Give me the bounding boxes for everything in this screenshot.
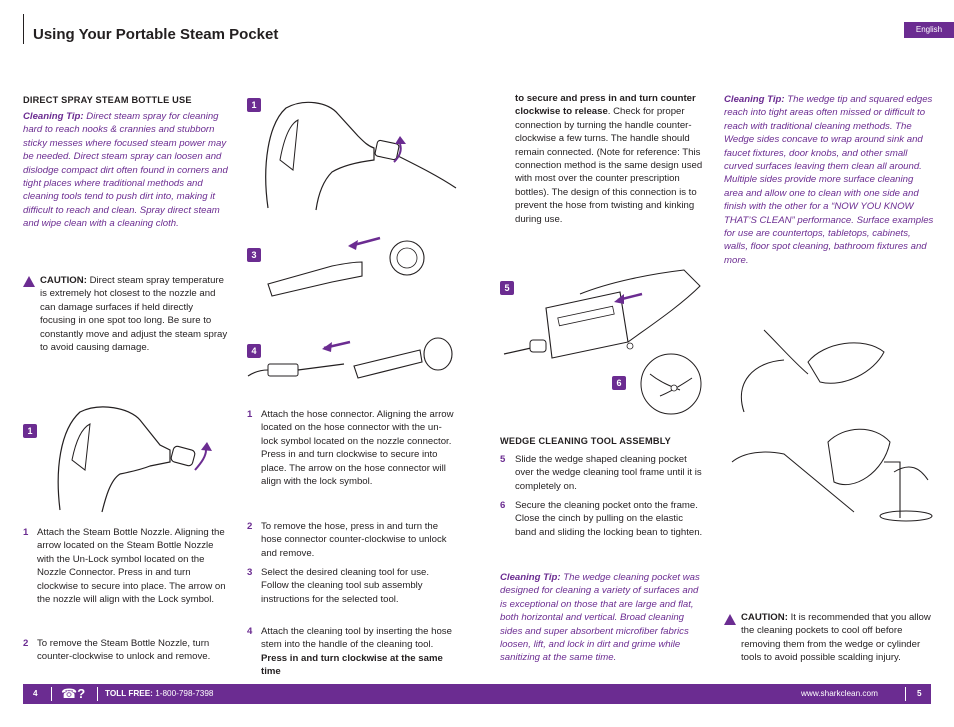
- step-text: Attach the cleaning tool by inserting th…: [261, 626, 452, 651]
- toll-free: TOLL FREE: 1-800-798-7398: [105, 684, 213, 704]
- instruction-step: 1 Attach the Steam Bottle Nozzle. Alignin…: [23, 526, 233, 606]
- step-number: 1: [23, 527, 29, 538]
- hose-connector-illustration: [265, 101, 457, 211]
- cleaning-tip-direct-spray: Cleaning Tip: Direct steam spray for cle…: [23, 110, 228, 231]
- step-text: To remove the hose, press in and turn th…: [261, 521, 447, 559]
- website-link[interactable]: www.sharkclean.com: [801, 689, 878, 698]
- instruction-step: 2 To remove the Steam Bottle Nozzle, turn…: [23, 637, 233, 664]
- language-tab[interactable]: English: [904, 22, 954, 38]
- tip-text: Direct steam spray for cleaning hard to …: [23, 111, 228, 230]
- tip-label: Cleaning Tip:: [500, 572, 561, 583]
- instruction-step: 2 To remove the hose, press in and turn t…: [247, 520, 455, 560]
- steam-bottle-nozzle-illustration: [57, 406, 212, 513]
- step-text: Select the desired cleaning tool for use…: [261, 567, 429, 605]
- continued-text: to secure and press in and turn counter …: [515, 92, 705, 226]
- figure-badge-1: 1: [23, 424, 37, 438]
- page-number-left: 4: [33, 689, 38, 698]
- cleaning-tip-wedge: Cleaning Tip: The wedge cleaning pocket …: [500, 571, 706, 665]
- instruction-step: 3 Select the desired cleaning tool for us…: [247, 566, 455, 606]
- footer-divider: [51, 687, 52, 701]
- instruction-step: 1 Attach the hose connector. Aligning the…: [247, 408, 455, 488]
- continued-bold: to secure and press in and turn counter …: [515, 93, 696, 118]
- caution-pockets: CAUTION: It is recommended that you allo…: [741, 611, 934, 665]
- caution-label: CAUTION:: [741, 612, 788, 623]
- attach-tool-illustration: [247, 337, 453, 379]
- tip-label: Cleaning Tip:: [23, 111, 84, 122]
- step-number: 3: [247, 567, 253, 578]
- tip-label: Cleaning Tip:: [724, 94, 785, 105]
- sink-faucet-illustration: [731, 329, 933, 522]
- figure-badge-4: 4: [247, 344, 261, 358]
- footer-divider: [905, 687, 906, 701]
- tip-text: The wedge cleaning pocket was designed f…: [500, 572, 700, 664]
- caution-direct-spray: CAUTION: Direct steam spray temperature …: [40, 274, 230, 354]
- page-number-right: 5: [917, 689, 922, 698]
- toll-number: 1-800-798-7398: [155, 689, 214, 698]
- caution-text: Direct steam spray temperature is extrem…: [40, 275, 228, 354]
- figure-badge-6: 6: [612, 376, 626, 390]
- header-rule: [23, 14, 24, 44]
- footer-divider: [97, 687, 98, 701]
- caution-label: CAUTION:: [40, 275, 87, 286]
- figure-badge-5: 5: [500, 281, 514, 295]
- page-title: Using Your Portable Steam Pocket: [33, 26, 279, 43]
- step-text: Attach the hose connector. Aligning the …: [261, 409, 454, 488]
- section-heading-wedge-assembly: WEDGE CLEANING TOOL ASSEMBLY: [500, 436, 671, 446]
- footer-bar: 4 ☎? TOLL FREE: 1-800-798-7398 www.shark…: [23, 684, 931, 704]
- caution-text: It is recommended that you allow the cle…: [741, 612, 931, 664]
- step-text: Attach the Steam Bottle Nozzle. Aligning…: [37, 527, 226, 606]
- step-number: 6: [500, 500, 506, 511]
- wedge-pocket-illustration: [503, 269, 701, 359]
- warning-icon: [724, 614, 736, 625]
- step-text-bold: Press in and turn clockwise at the same …: [261, 652, 443, 678]
- step-text: To remove the Steam Bottle Nozzle, turn …: [37, 638, 211, 663]
- figure-badge-1: 1: [247, 98, 261, 112]
- cleaning-tool-select-illustration: [267, 236, 425, 297]
- step-number: 2: [23, 638, 29, 649]
- phone-icon: ☎?: [61, 686, 86, 701]
- tip-text: The wedge tip and squared edges reach in…: [724, 94, 934, 266]
- instruction-step: 5 Slide the wedge shaped cleaning pocket …: [500, 453, 705, 493]
- warning-icon: [23, 276, 35, 287]
- instruction-step: 6 Secure the cleaning pocket onto the fra…: [500, 499, 705, 539]
- continued-body: . Check for proper connection by turning…: [515, 106, 703, 225]
- step-number: 4: [247, 626, 253, 637]
- toll-label: TOLL FREE:: [105, 689, 153, 698]
- instruction-step: 4 Attach the cleaning tool by inserting t…: [247, 625, 455, 679]
- step-text: Slide the wedge shaped cleaning pocket o…: [515, 454, 702, 492]
- cleaning-tip-wedge-tip: Cleaning Tip: The wedge tip and squared …: [724, 93, 934, 267]
- step-text: Secure the cleaning pocket onto the fram…: [515, 500, 703, 538]
- cinch-detail-illustration: [640, 353, 702, 415]
- section-heading-direct-spray: DIRECT SPRAY STEAM BOTTLE USE: [23, 95, 192, 105]
- figure-badge-3: 3: [247, 248, 261, 262]
- step-number: 2: [247, 521, 253, 532]
- step-number: 1: [247, 409, 253, 420]
- step-number: 5: [500, 454, 506, 465]
